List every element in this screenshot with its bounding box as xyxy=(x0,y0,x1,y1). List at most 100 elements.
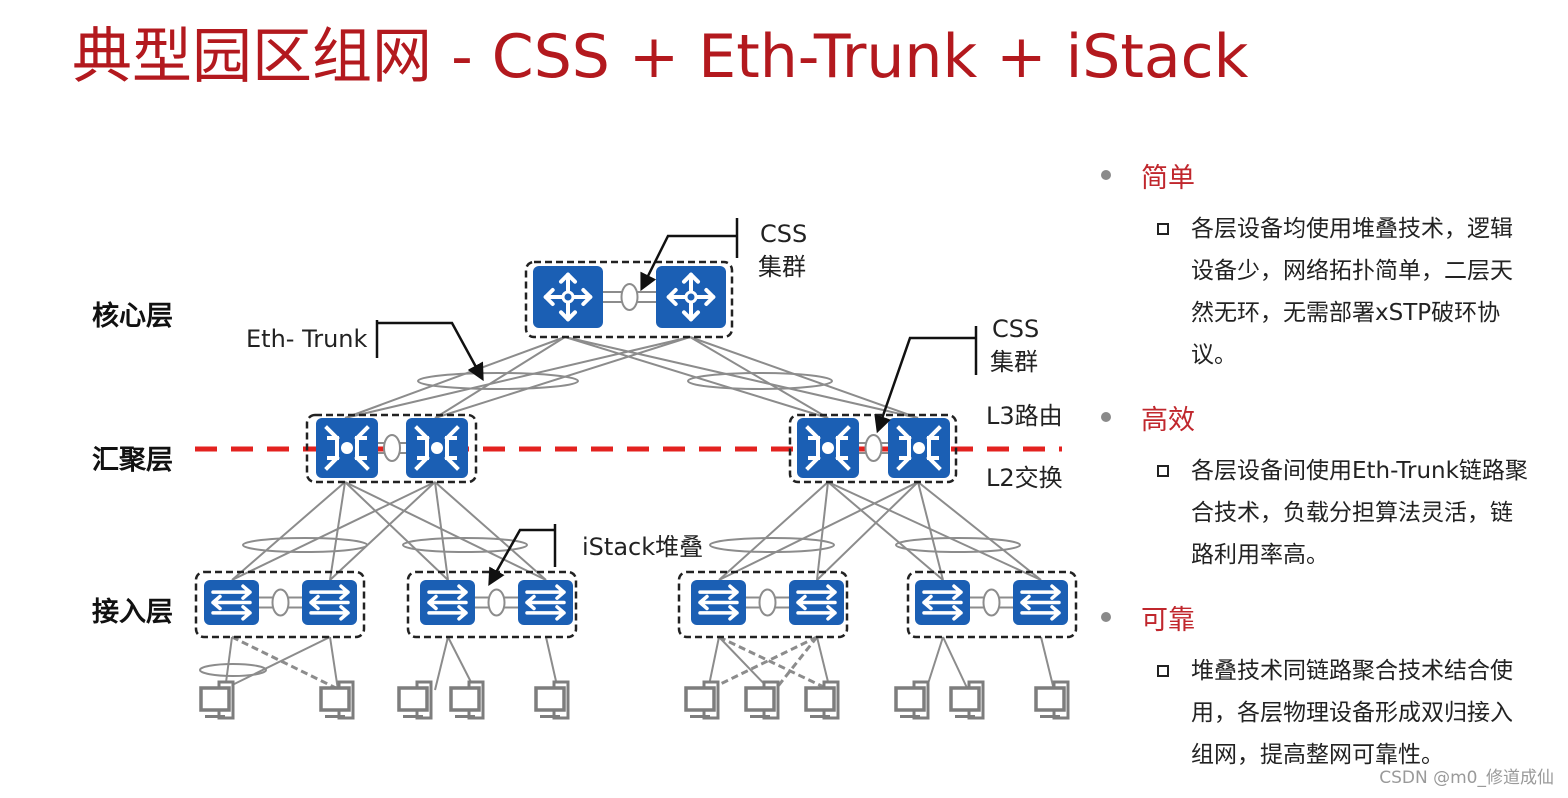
eth-trunk-link xyxy=(718,481,919,581)
access-istack-3 xyxy=(677,570,849,639)
watermark: CSDN @m0_修道成仙 xyxy=(1379,768,1554,788)
bullet-dot-icon xyxy=(1101,612,1111,622)
eth-trunk-link xyxy=(434,481,547,581)
pc-monitor xyxy=(804,686,836,712)
feature-item-efficient: 高效 各层设备间使用Eth-Trunk链路聚合技术，负载分担算法灵活，链路利用率… xyxy=(1095,392,1535,576)
arrow-right xyxy=(525,584,566,600)
pc-icon xyxy=(449,680,485,720)
eth-trunk-ellipse xyxy=(709,537,835,553)
feature-description: 各层设备间使用Eth-Trunk链路聚合技术，负载分担算法灵活，链路利用率高。 xyxy=(1191,458,1528,568)
router-arrowhead xyxy=(559,272,577,284)
aggregation-hub xyxy=(431,442,443,454)
pc-monitor xyxy=(684,686,716,712)
endpoints-layer xyxy=(199,680,1070,720)
pc-monitor xyxy=(949,686,981,712)
eth-trunk-link xyxy=(917,481,944,581)
access-switch-icon xyxy=(420,580,475,625)
pc-icon xyxy=(319,680,355,720)
arrow-left xyxy=(309,594,350,611)
pc-icon xyxy=(397,680,433,720)
access-switch-icon xyxy=(915,580,970,625)
access-link xyxy=(434,636,449,691)
core-css-cluster xyxy=(524,260,734,339)
arrow-right xyxy=(211,584,252,600)
eth-trunk-link xyxy=(344,336,691,419)
eth-trunk-link xyxy=(827,481,1042,581)
router-arrowhead xyxy=(704,288,716,306)
pc-icon xyxy=(1034,680,1070,720)
layer-label-aggregation: 汇聚层 xyxy=(92,445,173,476)
feature-heading: 可靠 xyxy=(1141,604,1195,636)
eth-trunk-link xyxy=(564,336,919,419)
stack-ellipse xyxy=(982,588,1001,617)
stack-ellipse xyxy=(487,588,506,617)
eth-trunk-link xyxy=(344,481,547,581)
feature-heading: 简单 xyxy=(1141,162,1195,194)
eth-trunk-ellipse xyxy=(895,537,1021,553)
access-switch-icon xyxy=(518,580,573,625)
css-aggregation-callout-arrow xyxy=(874,336,976,434)
stack-ellipse xyxy=(383,434,401,462)
arrow-right xyxy=(698,584,739,600)
aggregation-switch-icon xyxy=(797,418,859,478)
eth-trunk-link xyxy=(231,481,436,581)
access-switch-icon xyxy=(302,580,357,625)
l3-routing-label: L3路由 xyxy=(986,402,1063,430)
access-istack-4 xyxy=(906,570,1078,639)
aggregation-switch-icon xyxy=(316,418,378,478)
stack-boundary xyxy=(524,260,734,339)
arrow-right xyxy=(796,605,837,621)
device-groups-layer xyxy=(194,260,1078,639)
l2-switching-label: L2交换 xyxy=(986,464,1063,492)
pc-monitor xyxy=(744,686,776,712)
pc-stand xyxy=(900,715,920,718)
layer-label-access: 接入层 xyxy=(92,597,173,628)
pc-monitor xyxy=(199,686,231,712)
css-core-label-line2: 集群 xyxy=(758,253,806,281)
pc-stand xyxy=(955,715,975,718)
pc-icon xyxy=(199,680,235,720)
access-link xyxy=(718,636,771,691)
pc-stand xyxy=(540,715,560,718)
eth-trunk-callout-arrow xyxy=(377,321,484,382)
access-link xyxy=(231,635,341,692)
stack-ellipse xyxy=(620,283,639,311)
bullet-square-icon xyxy=(1157,465,1169,477)
eth-trunk-ellipse xyxy=(687,372,833,390)
router-arrowhead xyxy=(581,288,593,306)
eth-trunk-ellipse xyxy=(242,537,368,553)
access-link xyxy=(718,635,831,692)
layer-label-core: 核心层 xyxy=(92,301,173,332)
feature-item-simple: 简单 各层设备均使用堆叠技术，逻辑设备少，网络拓扑简单，二层天然无环，无需部署x… xyxy=(1095,150,1535,376)
eth-trunk-link xyxy=(329,481,346,581)
page-title: 典型园区组网 - CSS + Eth-Trunk + iStack xyxy=(72,22,1249,92)
access-link xyxy=(773,636,819,691)
eth-trunk-link xyxy=(434,481,449,581)
arrow-right xyxy=(525,605,566,621)
stack-ellipse xyxy=(758,588,777,617)
arrow-left xyxy=(427,594,468,611)
istack-label: iStack堆叠 xyxy=(582,533,704,561)
router-icon xyxy=(533,266,603,328)
pc-monitor xyxy=(1034,686,1066,712)
istack-callout-arrow xyxy=(488,528,555,587)
pc-monitor xyxy=(534,686,566,712)
pc-stand xyxy=(403,715,423,718)
arrow-left xyxy=(796,594,837,611)
pc-monitor xyxy=(894,686,926,712)
pc-monitor xyxy=(319,686,351,712)
feature-description: 各层设备均使用堆叠技术，逻辑设备少，网络拓扑简单，二层天然无环，无需部署xSTP… xyxy=(1191,216,1513,368)
pc-stand xyxy=(1040,715,1060,718)
aggregation-hub xyxy=(822,442,834,454)
pc-monitor xyxy=(449,686,481,712)
eth-trunk-link xyxy=(344,336,566,419)
access-switch-icon xyxy=(691,580,746,625)
router-arrowhead xyxy=(559,310,577,322)
pc-stand xyxy=(750,715,770,718)
arrow-left xyxy=(922,594,963,611)
bullet-dot-icon xyxy=(1101,412,1111,422)
links-layer xyxy=(199,336,1055,692)
stack-boundary xyxy=(305,413,478,484)
arrow-right xyxy=(211,605,252,621)
feature-list: 简单 各层设备均使用堆叠技术，逻辑设备少，网络拓扑简单，二层天然无环，无需部署x… xyxy=(1095,150,1535,776)
